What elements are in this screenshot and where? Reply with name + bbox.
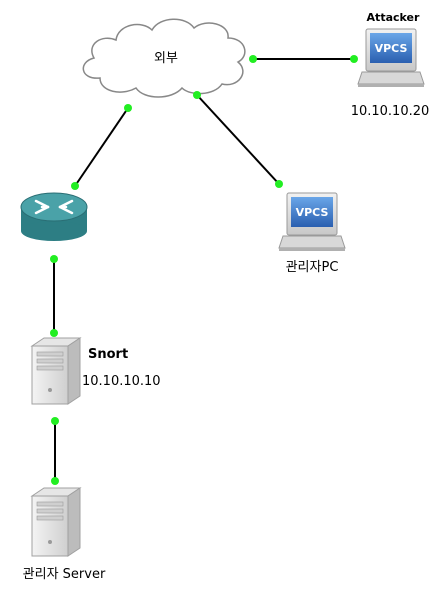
cloud-label: 외부: [154, 51, 178, 66]
snort-name-label: Snort: [88, 347, 128, 362]
cloud-icon: [82, 18, 246, 98]
server-icon: [30, 337, 82, 405]
computer-icon: VPCS: [357, 28, 425, 87]
link-cloud-router[interactable]: [74, 107, 129, 187]
server-icon: [30, 487, 82, 557]
port-dot: [275, 180, 283, 188]
admin-pc-node[interactable]: VPCS 관리자PC: [278, 192, 346, 275]
port-dot: [350, 55, 358, 63]
admin-server-name-label: 관리자 Server: [23, 567, 106, 582]
port-dot: [124, 104, 132, 112]
attacker-ip-label: 10.10.10.20: [351, 104, 430, 119]
snort-ip-label: 10.10.10.10: [82, 374, 161, 389]
attacker-node[interactable]: VPCS Attacker 10.10.10.20: [351, 11, 430, 119]
link-cloud-admin-pc[interactable]: [196, 94, 280, 185]
attacker-name-label: Attacker: [367, 11, 420, 24]
port-dot: [50, 329, 58, 337]
router-icon: [20, 192, 88, 241]
admin-pc-screen-text: VPCS: [296, 206, 329, 219]
links: [53, 58, 354, 481]
port-dot: [71, 182, 79, 190]
snort-node[interactable]: Snort 10.10.10.10: [30, 337, 161, 405]
computer-icon: VPCS: [278, 192, 346, 251]
attacker-screen-text: VPCS: [375, 42, 408, 55]
port-dot: [249, 55, 257, 63]
admin-pc-name-label: 관리자PC: [286, 260, 339, 275]
port-dot: [51, 417, 59, 425]
cloud-node[interactable]: 외부: [82, 18, 246, 98]
port-dot: [193, 91, 201, 99]
port-indicators: [50, 55, 358, 485]
router-node[interactable]: [20, 192, 88, 241]
admin-server-node[interactable]: 관리자 Server: [23, 487, 106, 582]
port-dot: [50, 255, 58, 263]
port-dot: [51, 477, 59, 485]
